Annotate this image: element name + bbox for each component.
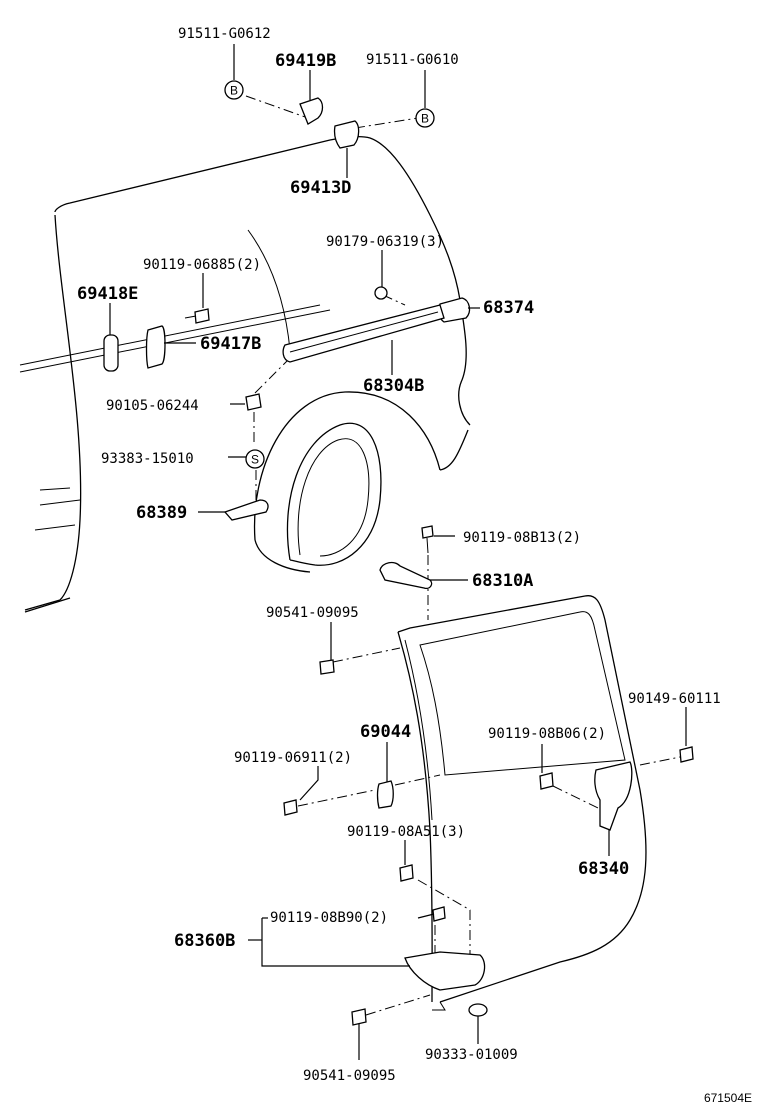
plate-69418e bbox=[103, 334, 119, 372]
label-90541-09095-top: 90541-09095 bbox=[266, 605, 359, 621]
svg-text:B: B bbox=[230, 84, 238, 98]
leader-lines bbox=[109, 44, 687, 1060]
bolt-90119-08b06 bbox=[539, 772, 554, 790]
label-69044: 69044 bbox=[360, 722, 411, 742]
label-90119-06885: 90119-06885(2) bbox=[143, 257, 261, 273]
figure-id: 671504E bbox=[704, 1091, 752, 1105]
part-labels: 91511-G0612 69419B 91511-G0610 69413D 90… bbox=[77, 26, 752, 1105]
roller-68360b bbox=[404, 951, 486, 991]
label-68304b: 68304B bbox=[363, 376, 424, 396]
hinge-68340 bbox=[594, 761, 633, 831]
marker-b-left: B bbox=[224, 80, 244, 100]
cover-69413d bbox=[333, 120, 360, 149]
nut-90541-top bbox=[319, 659, 335, 675]
label-68389: 68389 bbox=[136, 503, 187, 523]
label-90541-09095-bottom: 90541-09095 bbox=[303, 1068, 396, 1084]
label-90105-06244: 90105-06244 bbox=[106, 398, 199, 414]
label-69418e: 69418E bbox=[77, 284, 138, 304]
plug-90333 bbox=[468, 1003, 488, 1017]
label-90119-08b13: 90119-08B13(2) bbox=[463, 530, 581, 546]
label-90119-08a51: 90119-08A51(3) bbox=[347, 824, 465, 840]
label-69417b: 69417B bbox=[200, 334, 261, 354]
marker-s: S bbox=[245, 449, 265, 469]
bolt-90119-06885 bbox=[194, 308, 210, 324]
label-69413d: 69413D bbox=[290, 178, 351, 198]
label-90333-01009: 90333-01009 bbox=[425, 1047, 518, 1063]
cap-69419b bbox=[299, 97, 324, 125]
vehicle-body-outline bbox=[19, 135, 471, 613]
roller-68310a bbox=[379, 561, 433, 590]
rail-68304b bbox=[282, 304, 445, 363]
label-68360b: 68360B bbox=[174, 931, 235, 951]
nut-90541-bottom bbox=[351, 1008, 367, 1026]
bolt-90119-08b13 bbox=[421, 525, 434, 539]
clip-90179 bbox=[374, 286, 388, 300]
svg-text:B: B bbox=[421, 112, 429, 126]
label-91511-g0610: 91511-G0610 bbox=[366, 52, 459, 68]
label-93383-15010: 93383-15010 bbox=[101, 451, 194, 467]
label-91511-g0612: 91511-G0612 bbox=[178, 26, 271, 42]
label-90119-08b90: 90119-08B90(2) bbox=[270, 910, 388, 926]
label-90119-08b06: 90119-08B06(2) bbox=[488, 726, 606, 742]
clip-69044 bbox=[376, 780, 394, 809]
svg-text:S: S bbox=[251, 453, 259, 467]
parts bbox=[103, 97, 694, 1026]
marker-b-right: B bbox=[415, 108, 435, 128]
label-69419b: 69419B bbox=[275, 51, 336, 71]
guide-68389 bbox=[223, 499, 269, 521]
label-68374: 68374 bbox=[483, 298, 534, 318]
label-90149-60111: 90149-60111 bbox=[628, 691, 721, 707]
assembly-lines bbox=[245, 95, 681, 1030]
bolt-90119-06911 bbox=[283, 799, 298, 816]
bolt-90119-08b90 bbox=[432, 906, 446, 922]
label-68340: 68340 bbox=[578, 859, 629, 879]
label-90179-06319: 90179-06319(3) bbox=[326, 234, 444, 250]
label-68310a: 68310A bbox=[472, 571, 533, 591]
nut-90105 bbox=[245, 393, 262, 411]
bolt-90149 bbox=[679, 746, 694, 763]
label-90119-06911: 90119-06911(2) bbox=[234, 750, 352, 766]
stopper-69417b bbox=[145, 325, 166, 369]
bolt-90119-08a51 bbox=[399, 864, 414, 882]
